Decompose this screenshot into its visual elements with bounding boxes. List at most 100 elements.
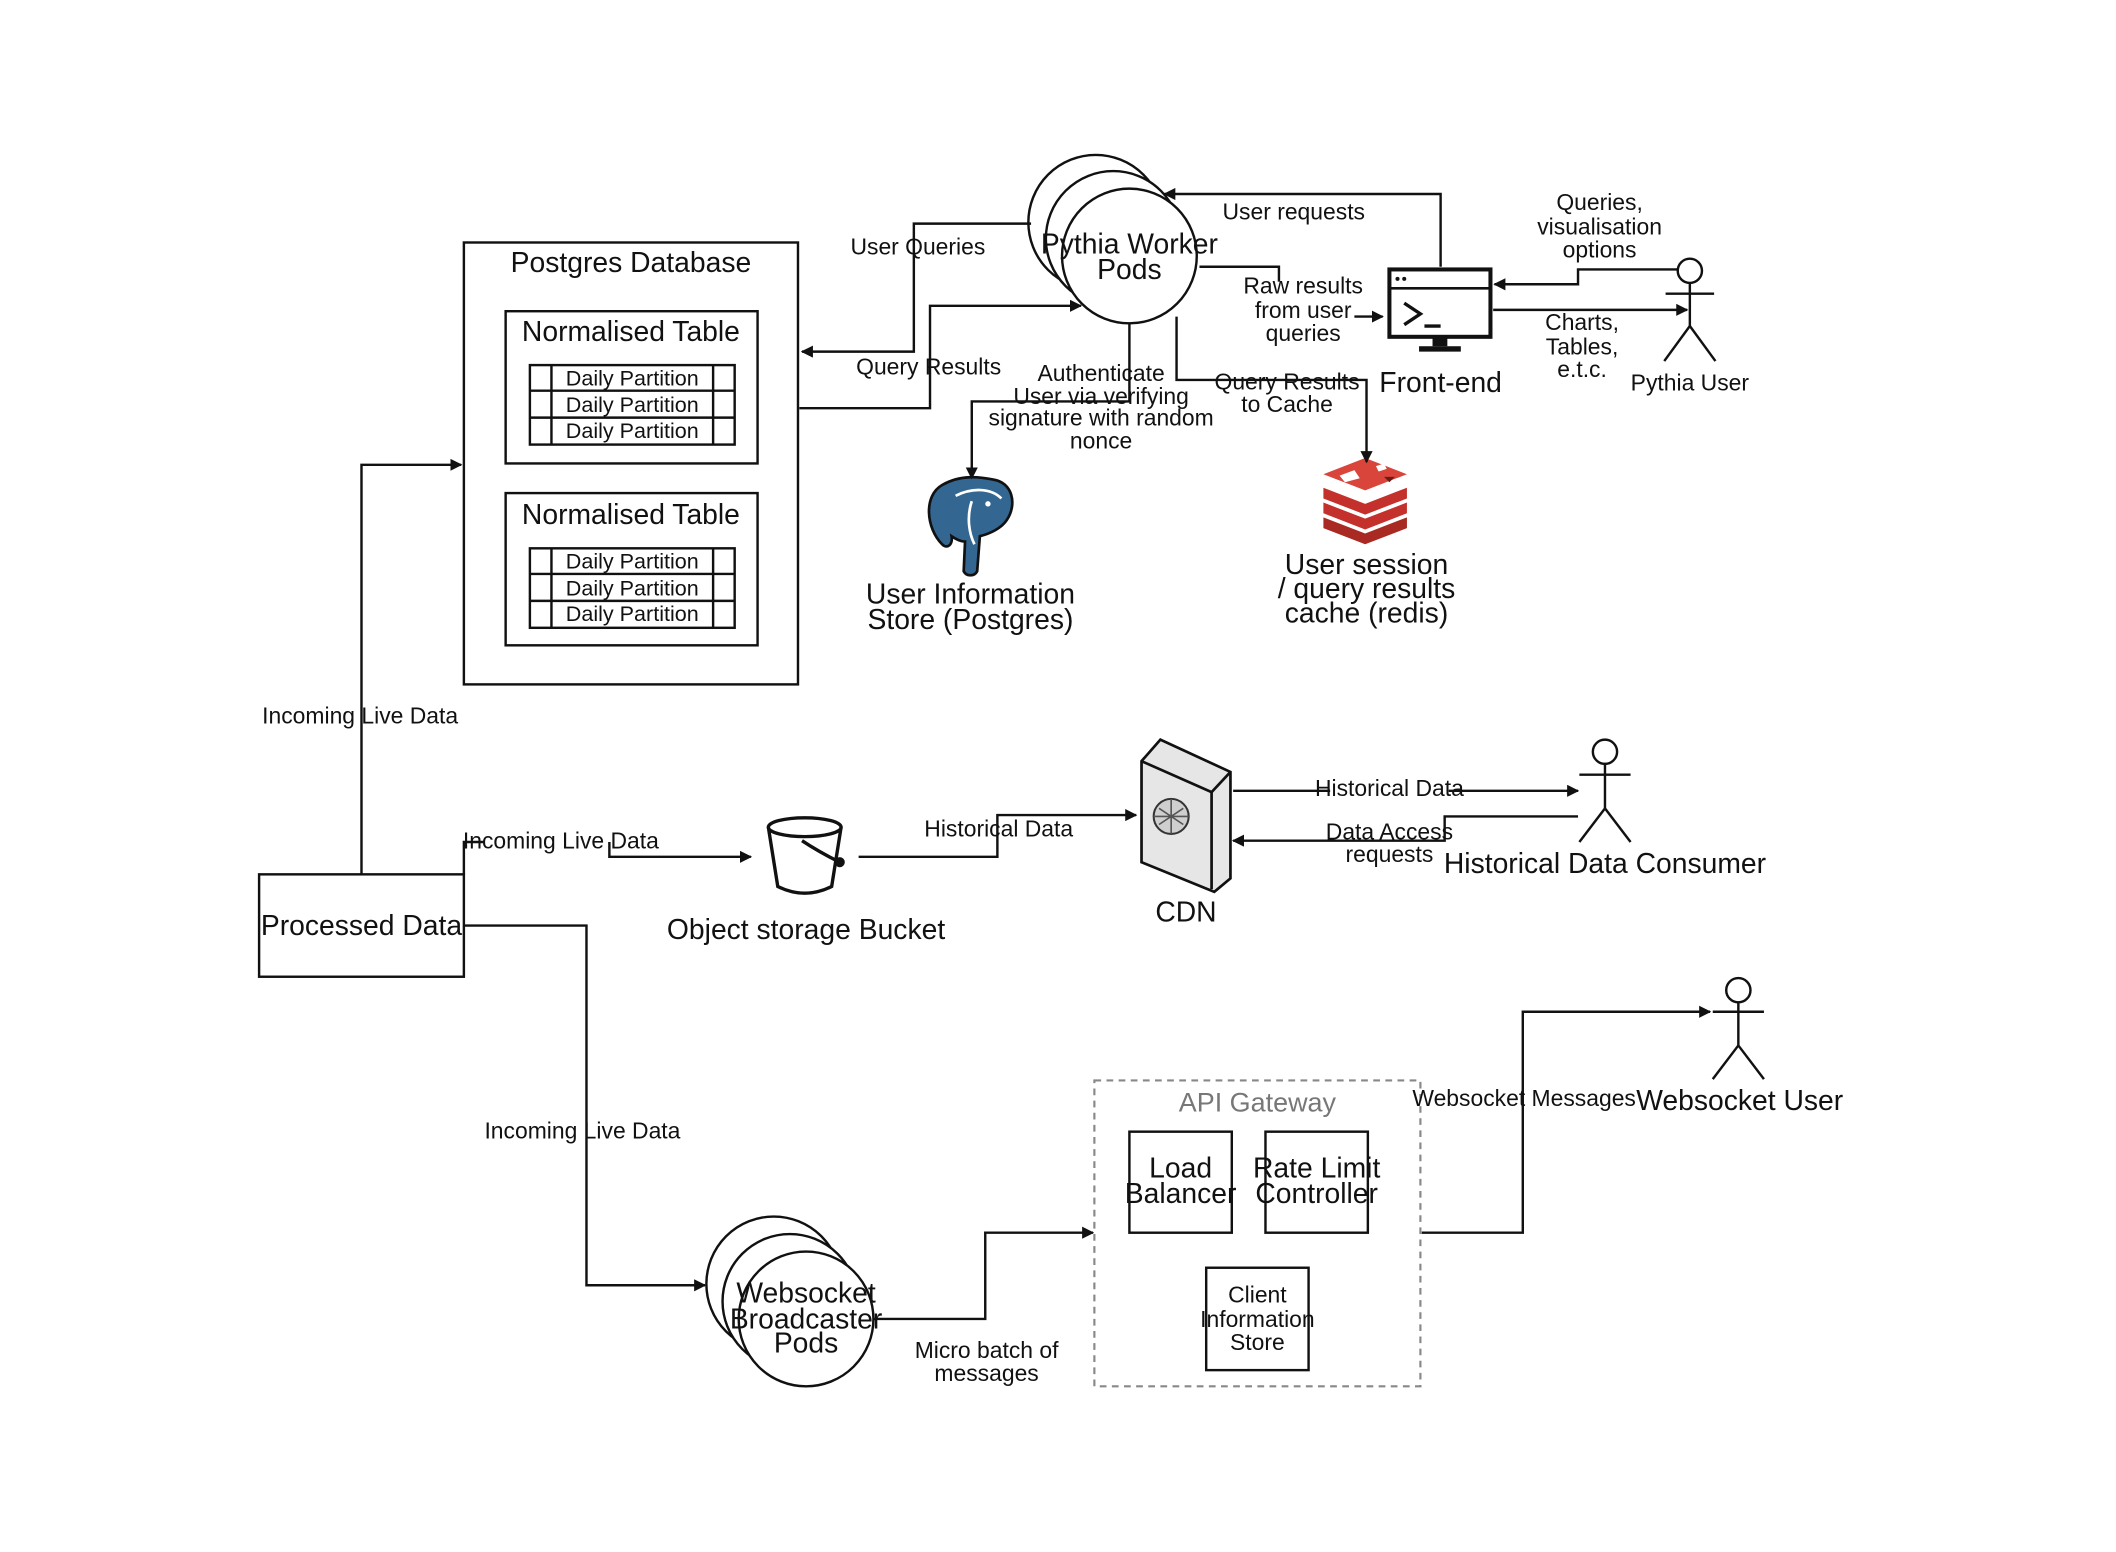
historical-consumer-label: Historical Data Consumer	[1444, 847, 1766, 879]
client-information-store: Client Information Store	[1200, 1266, 1315, 1372]
daily-partition: Daily Partition	[566, 549, 699, 574]
websocket-broadcaster-pods: Websocket Broadcaster Pods	[705, 1215, 882, 1388]
redis-cache-line2: / query results	[1278, 572, 1456, 604]
client-info-line1: Client	[1228, 1282, 1287, 1308]
edge-query-results	[799, 299, 1083, 410]
normalised-table-2: Normalised Table Daily Partition Daily P…	[504, 491, 759, 647]
label-incoming-live-1: Incoming Live Data	[262, 702, 458, 728]
object-storage-label: Object storage Bucket	[667, 913, 945, 945]
edge-data-access	[1231, 815, 1579, 847]
daily-partition: Daily Partition	[566, 575, 699, 600]
actor-icon	[1711, 976, 1765, 1080]
daily-partition: Daily Partition	[566, 418, 699, 443]
edge-historical-data-cdn	[858, 809, 1138, 859]
postgres-elephant-icon	[927, 475, 1014, 577]
client-info-line3: Store	[1230, 1329, 1285, 1355]
label-charts-1: Charts,	[1545, 309, 1619, 335]
postgres-database: Postgres Database Normalised Table Daily…	[462, 241, 800, 686]
cdn-server-icon	[1140, 737, 1232, 894]
terminal-monitor-icon	[1387, 267, 1493, 352]
redis-cache: User session / query results cache (redi…	[1278, 458, 1456, 628]
rate-limit-line1: Rate Limit	[1253, 1151, 1380, 1183]
websocket-pods-line2: Broadcaster	[730, 1302, 882, 1334]
redis-icon	[1323, 458, 1407, 545]
edge-incoming-live-postgres	[360, 458, 463, 875]
edge-incoming-live-bucket-b	[608, 842, 753, 863]
processed-data-label: Processed Data	[261, 909, 462, 941]
websocket-user: Websocket User	[1636, 976, 1843, 1116]
edge-queries-options	[1493, 268, 1678, 291]
label-raw-results-2: from user	[1255, 297, 1352, 323]
websocket-pods-line1: Websocket	[736, 1277, 876, 1309]
edge-micro-batch	[873, 1226, 1095, 1321]
historical-data-consumer: Historical Data Consumer	[1444, 738, 1766, 879]
rate-limit-line2: Controller	[1255, 1177, 1378, 1209]
label-authenticate-3: signature with random	[989, 405, 1214, 431]
edge-raw-results-a	[1199, 265, 1281, 282]
actor-icon	[1578, 738, 1632, 843]
pythia-user: Pythia User	[1631, 257, 1750, 396]
label-data-access-2: requests	[1346, 841, 1434, 867]
edge-user-queries	[800, 222, 1032, 358]
redis-cache-line1: User session	[1285, 548, 1448, 580]
api-gateway-label: API Gateway	[1179, 1087, 1337, 1117]
rate-limit-controller: Rate Limit Controller	[1253, 1130, 1380, 1234]
label-query-results: Query Results	[856, 354, 1001, 380]
user-information-store: User Information Store (Postgres)	[866, 475, 1075, 635]
daily-partition: Daily Partition	[566, 365, 699, 390]
api-gateway: API Gateway Load Balancer Rate Limit Con…	[1093, 1079, 1422, 1388]
daily-partition: Daily Partition	[566, 601, 699, 626]
normalised-table-label: Normalised Table	[522, 315, 740, 347]
label-queries-2: visualisation	[1537, 213, 1662, 239]
object-storage-bucket: Object storage Bucket	[667, 816, 945, 945]
label-authenticate-1: Authenticate	[1037, 360, 1164, 386]
label-authenticate-2: User via verifying	[1013, 383, 1189, 409]
actor-icon	[1663, 257, 1717, 362]
processed-data: Processed Data	[257, 873, 466, 978]
label-historical-data-2: Historical Data	[1315, 775, 1464, 801]
label-raw-results-1: Raw results	[1243, 273, 1363, 299]
label-incoming-live-3: Incoming Live Data	[484, 1117, 680, 1143]
cdn-label: CDN	[1155, 895, 1216, 927]
label-micro-batch-2: messages	[934, 1360, 1038, 1386]
label-websocket-messages: Websocket Messages	[1412, 1085, 1636, 1111]
postgres-database-label: Postgres Database	[511, 246, 752, 278]
label-queries-3: options	[1563, 236, 1637, 262]
edge-authenticate	[965, 323, 1131, 480]
label-user-queries: User Queries	[850, 234, 985, 260]
front-end: Front-end	[1379, 267, 1502, 398]
pythia-user-label: Pythia User	[1631, 370, 1750, 396]
edge-websocket-messages	[1421, 1005, 1712, 1234]
user-info-store-line1: User Information	[866, 578, 1075, 610]
edge-query-results-cache	[1175, 316, 1373, 464]
label-historical-data-1: Historical Data	[924, 816, 1073, 842]
user-info-store-line2: Store (Postgres)	[867, 603, 1073, 635]
label-data-access-1: Data Access	[1326, 818, 1453, 844]
daily-partition: Daily Partition	[566, 392, 699, 417]
label-micro-batch-1: Micro batch of	[915, 1337, 1059, 1363]
label-user-requests: User requests	[1223, 199, 1366, 225]
pythia-worker-pods: Pythia Worker Pods	[1027, 153, 1218, 325]
websocket-pods-line3: Pods	[774, 1327, 838, 1359]
edge-incoming-live-websocket	[463, 924, 707, 1292]
pythia-pods-label-line2: Pods	[1097, 253, 1161, 285]
edge-user-requests	[1163, 187, 1442, 267]
normalised-table-1: Normalised Table Daily Partition Daily P…	[504, 309, 759, 465]
load-balancer-line1: Load	[1149, 1151, 1212, 1183]
cdn: CDN	[1140, 737, 1232, 927]
load-balancer-line2: Balancer	[1125, 1177, 1237, 1209]
label-charts-2: Tables,	[1546, 333, 1619, 359]
label-charts-3: e.t.c.	[1557, 356, 1607, 382]
edge-incoming-live-bucket-a	[462, 840, 485, 875]
redis-cache-line3: cache (redis)	[1285, 596, 1448, 628]
websocket-user-label: Websocket User	[1636, 1084, 1843, 1116]
normalised-table-label: Normalised Table	[522, 498, 740, 530]
label-authenticate-4: nonce	[1070, 428, 1132, 454]
label-query-results-cache-2: to Cache	[1241, 391, 1333, 417]
label-incoming-live-2: Incoming Live Data	[463, 828, 659, 854]
client-info-line2: Information	[1200, 1306, 1315, 1332]
front-end-label: Front-end	[1379, 366, 1502, 398]
edge-labels: User Queries Query Results Authenticate …	[262, 189, 1662, 1386]
load-balancer: Load Balancer	[1125, 1130, 1237, 1234]
